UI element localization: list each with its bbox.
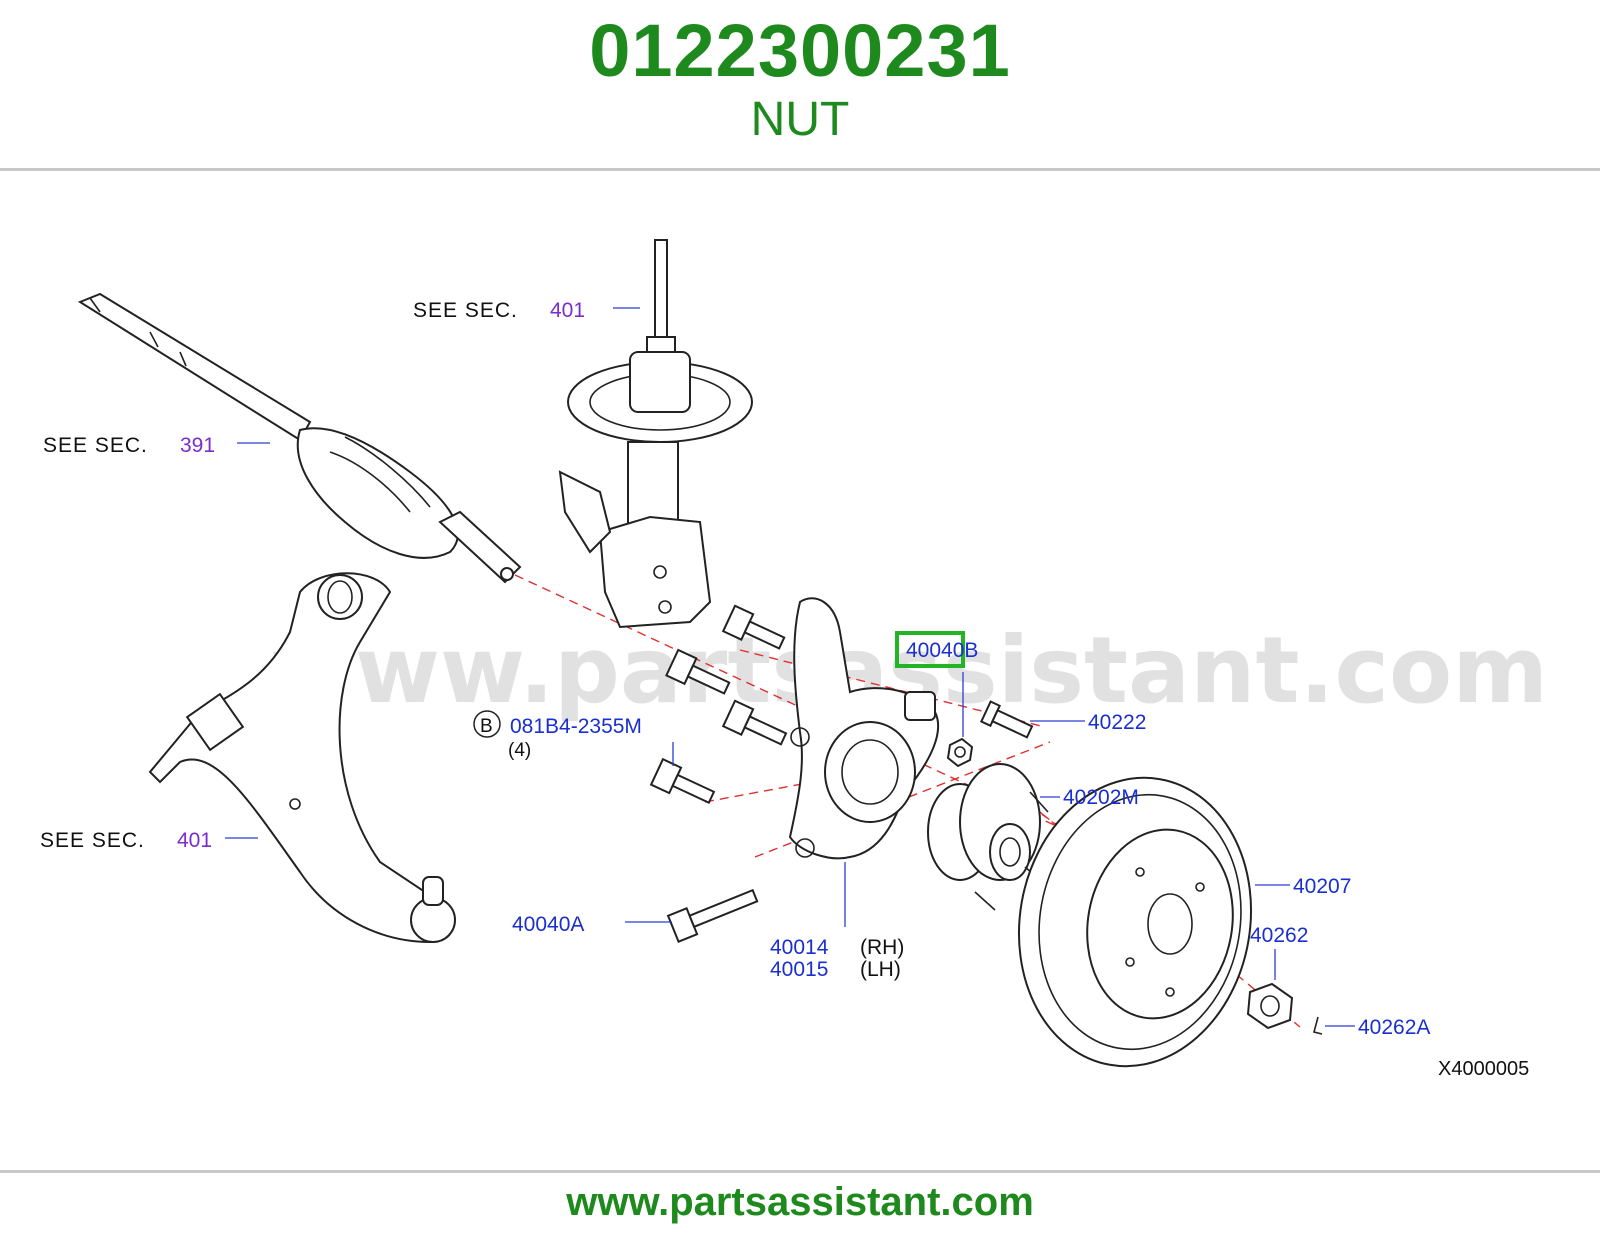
- drive-shaft-illustration: [77, 292, 522, 584]
- see-sec-label-arm: SEE SEC.: [40, 829, 145, 852]
- see-sec-number-driveshaft[interactable]: 391: [180, 434, 215, 457]
- parts-diagram: www.partsassistant.com: [40, 239, 1548, 1080]
- callout-rh-note: (RH): [860, 936, 904, 959]
- callout-081B4-2355M[interactable]: 081B4-2355M: [510, 715, 642, 738]
- footer-url-link[interactable]: www.partsassistant.com: [566, 1180, 1034, 1224]
- lower-control-arm-illustration: [148, 572, 456, 944]
- diagram-code: X4000005: [1438, 1058, 1529, 1080]
- wheel-stud-illustration: [980, 700, 1034, 739]
- callout-40262[interactable]: 40262: [1250, 924, 1308, 947]
- strut-illustration: [558, 239, 753, 629]
- hub-nut-illustration: [1246, 982, 1294, 1030]
- brake-disc-illustration: [1017, 776, 1253, 1068]
- callout-leaders: [225, 307, 1355, 1027]
- part-name-subtitle: NUT: [750, 93, 850, 146]
- callout-40040A[interactable]: 40040A: [512, 913, 584, 936]
- page-header: 0122300231 NUT: [0, 0, 1600, 168]
- see-sec-label-driveshaft: SEE SEC.: [43, 434, 148, 457]
- callout-40222[interactable]: 40222: [1088, 711, 1146, 734]
- see-sec-number-arm[interactable]: 401: [177, 829, 212, 852]
- header-divider: [0, 168, 1600, 171]
- callout-40014[interactable]: 40014: [770, 936, 829, 959]
- ref-letter-B: B: [480, 716, 493, 737]
- cotter-pin-illustration: [1313, 1016, 1323, 1035]
- quantity-note: (4): [508, 740, 531, 761]
- highlight-box-40040B: [895, 631, 965, 668]
- mounting-bolts-illustration: [649, 604, 788, 944]
- see-sec-number-strut[interactable]: 401: [550, 299, 585, 322]
- callout-lh-note: (LH): [860, 958, 901, 981]
- callout-40015[interactable]: 40015: [770, 958, 828, 981]
- see-sec-label-strut: SEE SEC.: [413, 299, 518, 322]
- nut-40040B-illustration: [946, 737, 974, 768]
- ref-circle-B: [473, 710, 501, 738]
- hub-bearing-illustration: [927, 763, 1049, 911]
- footer-divider: [0, 1170, 1600, 1173]
- callout-40040B[interactable]: 40040B: [906, 639, 978, 662]
- callout-40262A[interactable]: 40262A: [1358, 1016, 1430, 1039]
- part-number-title: 0122300231: [589, 9, 1011, 92]
- steering-knuckle-illustration: [788, 597, 940, 860]
- callout-40202M[interactable]: 40202M: [1063, 786, 1139, 809]
- callout-40207[interactable]: 40207: [1293, 875, 1351, 898]
